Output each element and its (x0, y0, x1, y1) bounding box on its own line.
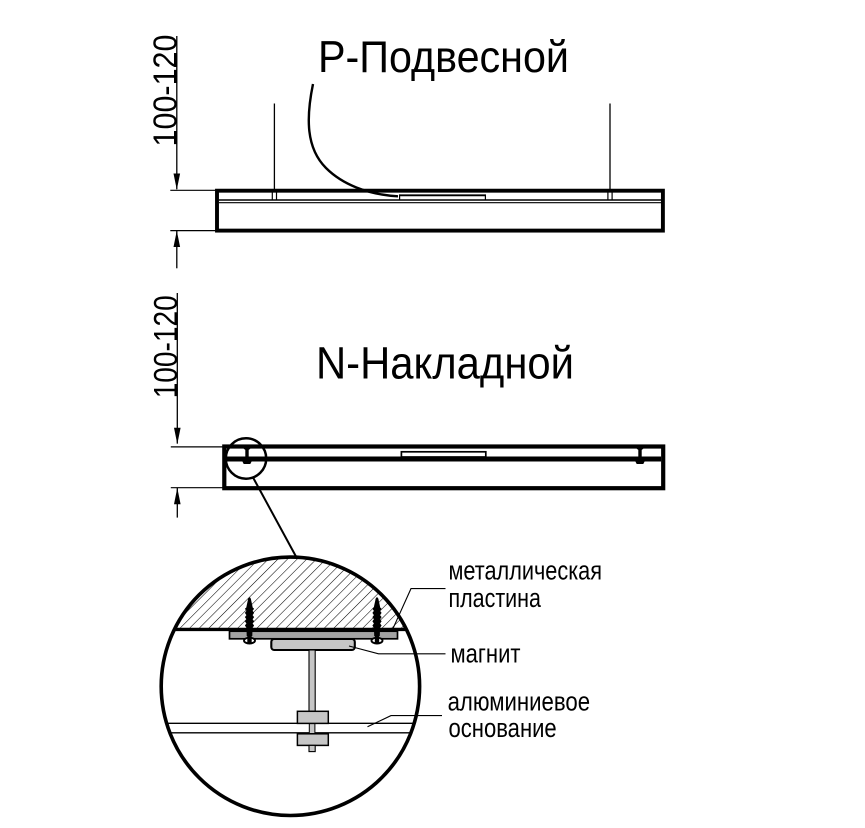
svg-text:100-120: 100-120 (148, 35, 185, 147)
svg-text:Р-Подвесной: Р-Подвесной (318, 33, 569, 82)
svg-text:основание: основание (449, 713, 557, 743)
svg-text:магнит: магнит (451, 639, 521, 669)
svg-text:алюминиевое: алюминиевое (448, 687, 590, 717)
svg-text:металлическая: металлическая (449, 556, 603, 586)
svg-text:пластина: пластина (449, 583, 542, 613)
svg-text:100-120: 100-120 (148, 295, 185, 398)
svg-text:N-Накладной: N-Накладной (316, 338, 574, 389)
